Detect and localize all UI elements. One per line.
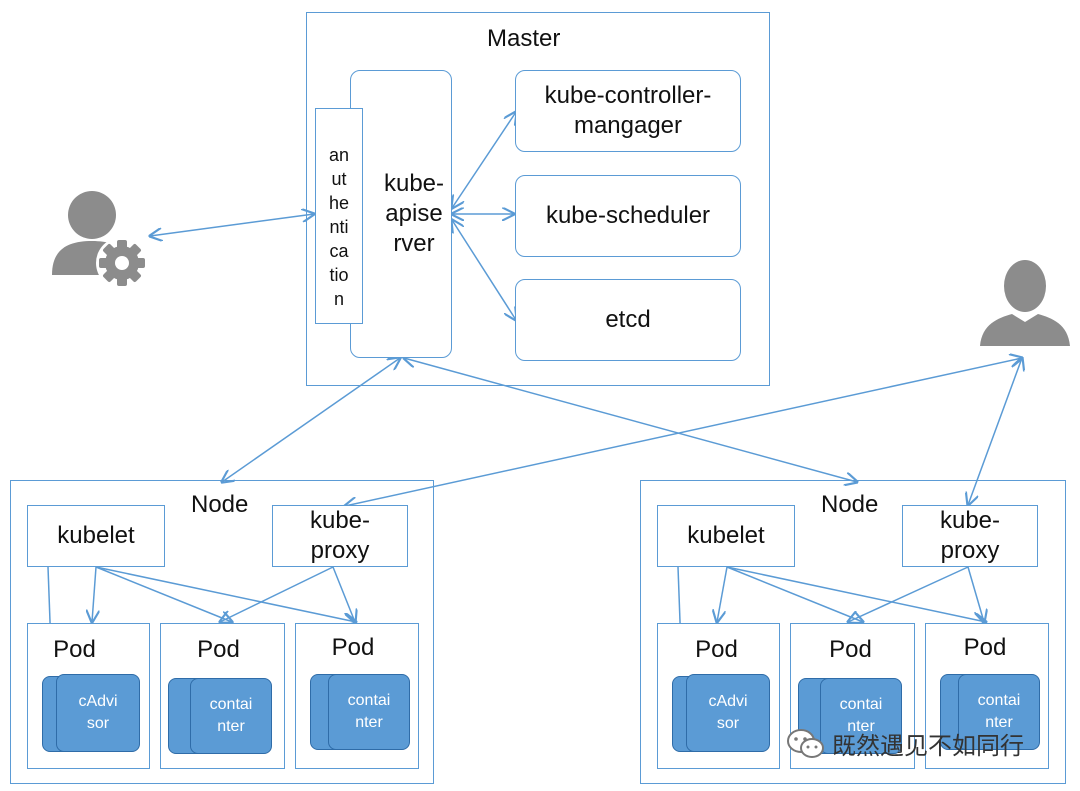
node-title: Node: [821, 491, 879, 518]
scheduler-box: kube-scheduler: [515, 175, 741, 257]
scheduler-label: kube-scheduler: [545, 202, 711, 229]
api-etcd-link: [452, 220, 516, 320]
pod-label: Pod: [695, 636, 738, 663]
container-label: contai nter: [839, 696, 883, 735]
node-box-2: Node: [640, 480, 1066, 784]
kubelet-label: kubelet: [687, 522, 765, 549]
kube-proxy-label: kube- proxy: [939, 507, 1001, 564]
watermark: 既然遇见不如同行: [786, 726, 1024, 761]
app-container: contai nter: [820, 678, 902, 754]
kube-proxy-label: kube- proxy: [309, 507, 371, 564]
apiserver-label: kube- apise rver: [383, 170, 445, 257]
kube-proxy-box: kube- proxy: [272, 505, 408, 567]
node-box-1: Node: [10, 480, 434, 784]
master-title: Master: [487, 25, 561, 52]
apiserver-box: kube- apise rver: [350, 70, 452, 358]
pod-label: Pod: [829, 636, 872, 663]
admin-auth-link: [150, 214, 314, 236]
watermark-text: 既然遇见不如同行: [832, 733, 1024, 760]
etcd-box: etcd: [515, 279, 741, 361]
authentication-box: an ut he nti ca tio n: [315, 108, 363, 324]
app-container: contai nter: [190, 678, 272, 754]
node-title: Node: [191, 491, 249, 518]
controller-manager-label: kube-controller- mangager: [544, 82, 712, 139]
container-label: cAdvi sor: [78, 693, 118, 732]
wechat-icon: [787, 728, 824, 758]
container-label: cAdvi sor: [708, 693, 748, 732]
pod-label: Pod: [197, 636, 240, 663]
admin-user-gear-icon: [52, 191, 148, 289]
user-proxy1-link: [345, 358, 1022, 506]
pod-label: Pod: [53, 636, 96, 663]
authentication-label: an ut he nti ca tio n: [328, 145, 350, 309]
cadvisor-container: cAdvi sor: [56, 674, 140, 752]
kubelet-label: kubelet: [57, 522, 135, 549]
controller-manager-box: kube-controller- mangager: [515, 70, 741, 152]
cadvisor-container: cAdvi sor: [686, 674, 770, 752]
container-label: contai nter: [347, 692, 391, 731]
kubelet-box: kubelet: [27, 505, 165, 567]
container-label: contai nter: [977, 692, 1021, 731]
kube-proxy-box: kube- proxy: [902, 505, 1038, 567]
pod-label: Pod: [963, 634, 1007, 661]
master-box: Master: [306, 12, 770, 386]
container-label: contai nter: [209, 696, 253, 735]
app-container: contai nter: [958, 674, 1040, 750]
pod-label: Pod: [331, 634, 375, 661]
etcd-label: etcd: [605, 306, 651, 333]
user-icon: [980, 260, 1070, 346]
kubelet-box: kubelet: [657, 505, 795, 567]
app-container: contai nter: [328, 674, 410, 750]
api-controller-link: [452, 112, 516, 208]
